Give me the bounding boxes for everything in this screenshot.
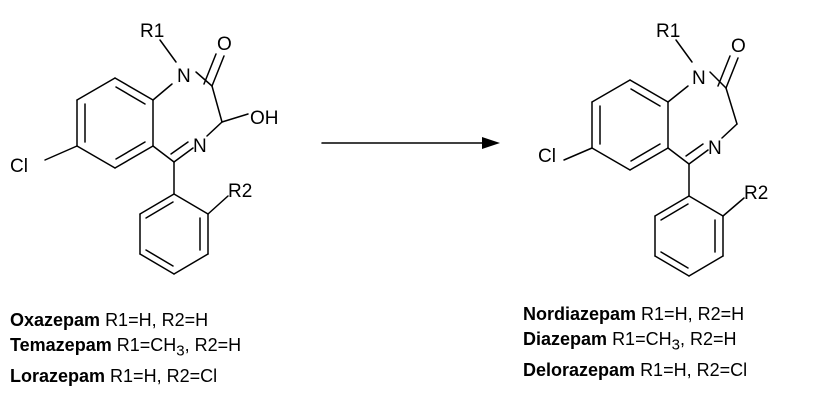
right-structure: R1 N O N Cl R2 <box>538 21 768 277</box>
r2-value: R2=Cl <box>696 359 748 380</box>
compound-caption-lorazepam: Lorazepam R1=H, R2=Cl <box>10 364 241 389</box>
left-compound-list: Oxazepam R1=H, R2=H Temazepam R1=CH3, R2… <box>10 308 241 389</box>
right-cl-label: Cl <box>538 146 556 167</box>
compound-name: Nordiazepam <box>523 304 637 324</box>
compound-name: Lorazepam <box>10 365 106 386</box>
r2-value: R2=H <box>697 304 745 324</box>
left-n1-label: N <box>177 66 191 87</box>
r2-value: R2=H <box>194 335 242 355</box>
left-r1-label: R1 <box>140 21 164 42</box>
compound-name: Temazepam <box>10 335 112 355</box>
r2-value: R2=H <box>689 329 737 349</box>
left-oh-label: OH <box>250 108 279 129</box>
left-r2-label: R2 <box>228 181 252 202</box>
compound-name: Delorazepam <box>523 359 636 380</box>
compound-caption-diazepam: Diazepam R1=CH3, R2=H <box>523 327 747 358</box>
compound-name: Oxazepam <box>10 310 101 330</box>
right-n4-label: N <box>708 138 722 159</box>
compound-name: Diazepam <box>523 329 608 349</box>
left-cl-label: Cl <box>10 156 28 177</box>
r2-value: R2=Cl <box>166 365 218 386</box>
right-compound-list: Nordiazepam R1=H, R2=H Diazepam R1=CH3, … <box>523 302 747 383</box>
compound-caption-delorazepam: Delorazepam R1=H, R2=Cl <box>523 358 747 383</box>
r1-value: R1=H, <box>105 310 157 330</box>
right-r2-label: R2 <box>744 183 768 204</box>
compound-caption-temazepam: Temazepam R1=CH3, R2=H <box>10 333 241 364</box>
r1-value: R1=H, <box>641 304 693 324</box>
compound-caption-oxazepam: Oxazepam R1=H, R2=H <box>10 308 241 333</box>
r1-value: R1=H, <box>110 365 162 386</box>
right-r1-label: R1 <box>656 21 680 42</box>
right-o-label: O <box>731 36 746 57</box>
compound-caption-nordiazepam: Nordiazepam R1=H, R2=H <box>523 302 747 327</box>
r1-value: R1=CH3, <box>612 329 685 354</box>
right-n1-label: N <box>692 68 706 89</box>
reaction-arrow <box>321 137 500 149</box>
r1-value: R1=CH3, <box>116 335 190 360</box>
left-structure: R1 N O OH N Cl R2 <box>10 21 279 275</box>
r2-value: R2=H <box>161 310 209 330</box>
left-o-label: O <box>217 34 232 55</box>
r1-value: R1=H, <box>640 359 692 380</box>
left-n4-label: N <box>193 136 207 157</box>
